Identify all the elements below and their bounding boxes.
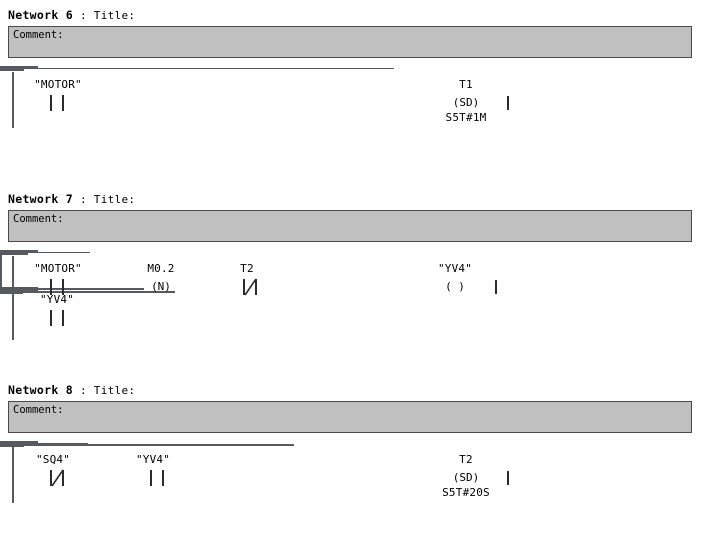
rung-end-tick — [507, 471, 509, 485]
contact-no-motor[interactable] — [50, 279, 64, 295]
rung-wire — [0, 67, 394, 69]
operand-label: "YV4" — [135, 453, 171, 466]
network-title-8: : Title: — [73, 384, 136, 397]
contact-no-yv4[interactable] — [150, 470, 164, 486]
coil-sd-t1[interactable]: (SD) — [452, 96, 480, 109]
coil-out-yv4[interactable]: ( ) — [445, 280, 465, 293]
power-rail-left — [12, 447, 14, 503]
timer-preset-label: S5T#20S — [442, 486, 490, 499]
coil-sd-t2[interactable]: (SD) — [452, 471, 480, 484]
ladder-diagram-6: "MOTOR" T1 (SD) S5T#1M — [0, 66, 720, 138]
network-label-8: Network 8 — [8, 383, 74, 397]
contact-no-yv4-branch[interactable] — [50, 310, 64, 326]
ladder-diagram-7: "MOTOR" M0.2 (N) "YV4" T2 "YV4" ( ) — [0, 250, 720, 346]
operand-label: M0.2 — [147, 262, 175, 275]
network-title-6: : Title: — [73, 9, 136, 22]
network-header-6: Network 6 : Title: — [8, 8, 135, 22]
operand-label: "MOTOR" — [34, 78, 82, 91]
rung-wire — [0, 441, 38, 443]
rung-wire — [0, 291, 175, 293]
network-header-7: Network 7 : Title: — [8, 192, 135, 206]
comment-text-7: Comment: — [13, 213, 64, 225]
rung-wire — [0, 250, 38, 252]
rung-wire — [0, 292, 23, 294]
contact-nc-t2[interactable] — [243, 278, 257, 296]
nc-slash-icon — [51, 469, 64, 487]
power-rail-left — [12, 256, 14, 340]
comment-text-6: Comment: — [13, 29, 64, 41]
network-label-7: Network 7 — [8, 192, 74, 206]
operand-label: T2 — [459, 453, 473, 466]
power-rail-left — [12, 72, 14, 128]
comment-text-8: Comment: — [13, 404, 64, 416]
rung-wire — [0, 442, 88, 444]
operand-label: "YV4" — [437, 262, 473, 275]
coil-n-m02[interactable]: (N) — [151, 280, 171, 293]
rung-wire — [0, 253, 28, 255]
rung-end-tick — [507, 96, 509, 110]
rung-end-tick — [495, 280, 497, 294]
operand-label: "SQ4" — [35, 453, 71, 466]
rung-wire — [0, 251, 90, 253]
rung-wire — [0, 289, 38, 291]
branch-wire — [0, 286, 38, 288]
rung-wire — [0, 66, 38, 68]
network-title-7: : Title: — [73, 193, 136, 206]
branch-wire — [0, 288, 144, 290]
rung-wire — [0, 69, 24, 71]
timer-preset-label: S5T#1M — [445, 111, 487, 124]
ladder-diagram-8: "SQ4" "YV4" T2 (SD) S5T#20S — [0, 441, 720, 513]
comment-bar-7[interactable]: Comment: — [8, 210, 692, 242]
contact-nc-sq4[interactable] — [50, 469, 64, 487]
rung-wire — [0, 445, 24, 447]
network-header-8: Network 8 : Title: — [8, 383, 135, 397]
comment-bar-8[interactable]: Comment: — [8, 401, 692, 433]
branch-connector — [0, 254, 2, 287]
contact-no-motor[interactable] — [50, 95, 64, 111]
network-label-6: Network 6 — [8, 8, 74, 22]
rung-wire — [0, 444, 294, 446]
nc-slash-icon — [244, 278, 257, 296]
operand-label: T2 — [240, 262, 254, 275]
operand-label: "MOTOR" — [34, 262, 82, 275]
operand-label: "YV4" — [39, 293, 75, 306]
operand-label: T1 — [459, 78, 473, 91]
comment-bar-6[interactable]: Comment: — [8, 26, 692, 58]
